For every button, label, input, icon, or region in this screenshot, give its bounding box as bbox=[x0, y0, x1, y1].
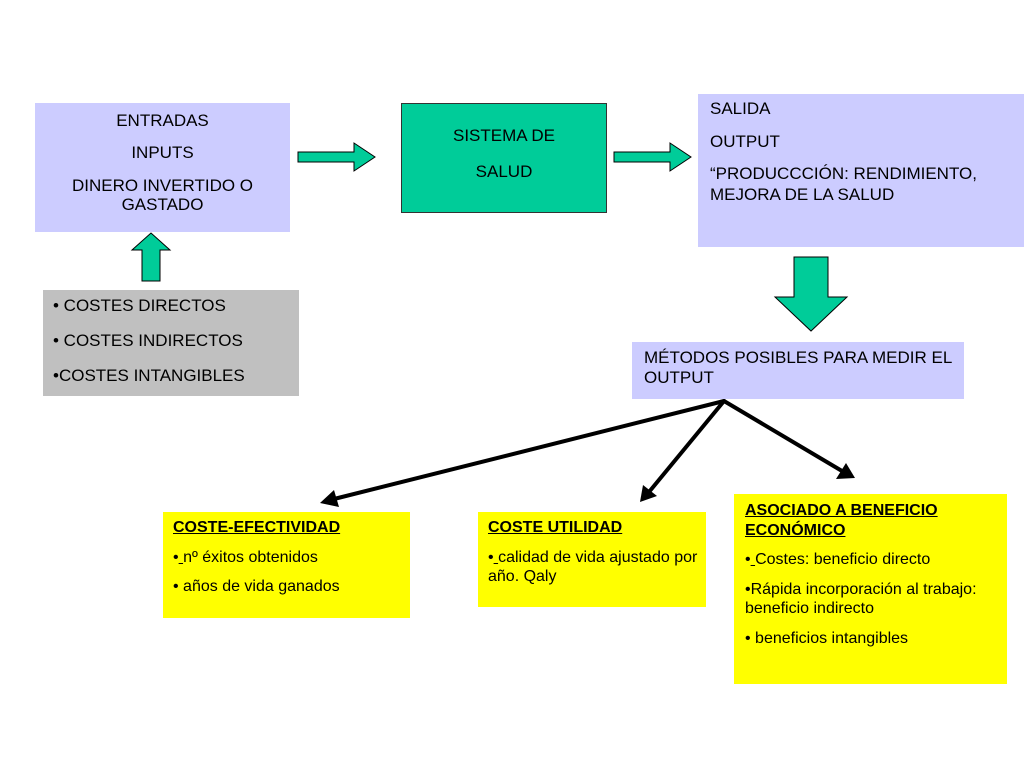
up-block-arrow-icon bbox=[130, 232, 172, 282]
economic-benefit-title: ASOCIADO A BENEFICIO ECONÓMICO bbox=[745, 502, 938, 539]
inputs-line-1: ENTRADAS bbox=[116, 111, 209, 130]
cost-effectiveness-box: COSTE-EFECTIVIDAD • nº éxitos obtenidos … bbox=[163, 512, 410, 618]
inputs-line-3: DINERO INVERTIDO O GASTADO bbox=[71, 175, 254, 215]
cost-effectiveness-title: COSTE-EFECTIVIDAD bbox=[173, 519, 341, 536]
item-text: nº éxitos obtenidos bbox=[183, 548, 318, 566]
output-line-2: OUTPUT bbox=[710, 131, 780, 151]
economic-benefit-item: •Rápida incorporación al trabajo: benefi… bbox=[745, 580, 977, 618]
economic-benefit-item: • Costes: beneficio directo bbox=[745, 550, 1007, 570]
bullet: • bbox=[488, 548, 494, 566]
line-arrow-icon bbox=[647, 399, 726, 494]
cost-effectiveness-item: • nº éxitos obtenidos bbox=[173, 548, 410, 568]
costs-item: • COSTES DIRECTOS bbox=[53, 296, 226, 315]
item-text: calidad de vida ajustado por año. Qaly bbox=[488, 548, 698, 586]
arrowhead-icon bbox=[640, 485, 657, 502]
cost-utility-box: COSTE UTILIDAD • calidad de vida ajustad… bbox=[478, 512, 706, 607]
cost-utility-item: • calidad de vida ajustado por año. Qaly bbox=[488, 548, 706, 587]
output-line-3: “PRODUCCCIÓN: RENDIMIENTO, MEJORA DE LA … bbox=[710, 164, 977, 205]
costs-item: • COSTES INDIRECTOS bbox=[53, 331, 243, 350]
cost-effectiveness-item: • años de vida ganados bbox=[173, 578, 340, 596]
bullet: • bbox=[745, 551, 751, 569]
system-line-1: SISTEMA DE bbox=[452, 126, 556, 145]
costs-item: •COSTES INTANGIBLES bbox=[53, 366, 245, 385]
costs-box: • COSTES DIRECTOS • COSTES INDIRECTOS •C… bbox=[43, 290, 299, 396]
economic-benefit-box: ASOCIADO A BENEFICIO ECONÓMICO • Costes:… bbox=[734, 494, 1007, 684]
output-box: SALIDA OUTPUT “PRODUCCCIÓN: RENDIMIENTO,… bbox=[698, 94, 1024, 247]
down-block-arrow-icon bbox=[773, 256, 849, 332]
arrowhead-icon bbox=[320, 490, 339, 507]
system-line-2: SALUD bbox=[475, 162, 533, 181]
right-block-arrow-icon bbox=[613, 142, 692, 172]
inputs-box: ENTRADAS INPUTS DINERO INVERTIDO O GASTA… bbox=[35, 103, 290, 232]
right-block-arrow-icon bbox=[297, 142, 376, 172]
economic-benefit-item: • beneficios intangibles bbox=[745, 629, 909, 647]
output-line-1: SALIDA bbox=[710, 99, 771, 118]
inputs-line-2: INPUTS bbox=[131, 143, 194, 163]
item-text: Costes: beneficio directo bbox=[755, 551, 931, 569]
cost-utility-title: COSTE UTILIDAD bbox=[488, 519, 623, 536]
methods-label: MÉTODOS POSIBLES PARA MEDIR EL OUTPUT bbox=[644, 348, 952, 388]
bullet: • bbox=[173, 548, 179, 566]
line-arrow-icon bbox=[722, 399, 844, 473]
methods-box: MÉTODOS POSIBLES PARA MEDIR EL OUTPUT bbox=[632, 342, 964, 399]
arrowhead-icon bbox=[836, 463, 855, 479]
health-system-box: SISTEMA DE SALUD bbox=[401, 103, 607, 213]
line-arrow-icon bbox=[332, 399, 726, 501]
